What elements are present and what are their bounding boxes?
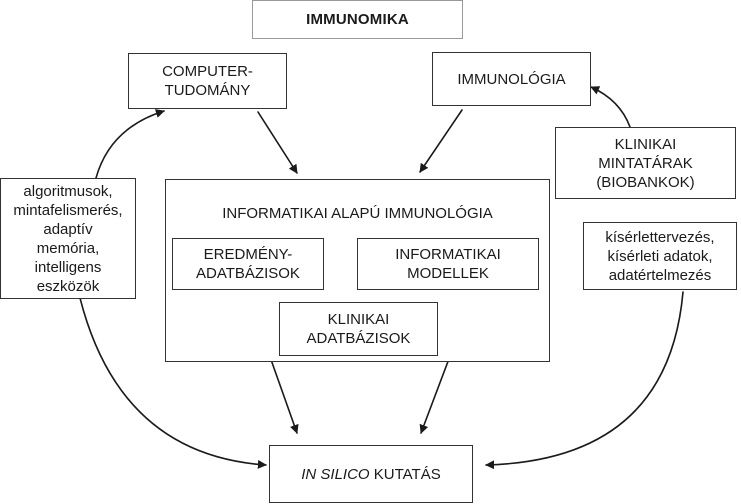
informatic-models-box: INFORMATIKAI MODELLEK xyxy=(357,238,539,290)
left-methods-box: algoritmusok, mintafelismerés, adaptív m… xyxy=(0,178,136,299)
title-box: IMMUNOMIKA xyxy=(252,0,463,39)
in-silico-rest: KUTATÁS xyxy=(369,465,441,483)
biobanks-label: KLINIKAI MINTATÁRAK (BIOBANKOK) xyxy=(596,135,695,191)
computer-science-label: COMPUTER- TUDOMÁNY xyxy=(162,63,253,99)
result-databases-label: EREDMÉNY- ADATBÁZISOK xyxy=(196,246,300,282)
in-silico-italic: IN SILICO xyxy=(301,465,370,483)
clinical-databases-label: KLINIKAI ADATBÁZISOK xyxy=(306,311,411,347)
informatic-models-label: INFORMATIKAI MODELLEK xyxy=(395,246,501,282)
left-methods-label: algoritmusok, mintafelismerés, adaptív m… xyxy=(13,182,123,295)
arrow-biobanks-to-immunology xyxy=(590,86,631,128)
right-methods-label: kísérlettervezés, kísérleti adatok, adat… xyxy=(605,228,715,284)
diagram-title: IMMUNOMIKA xyxy=(306,11,409,28)
result-databases-box: EREDMÉNY- ADATBÁZISOK xyxy=(172,238,324,290)
arrow-left-loop-to-insilico xyxy=(79,297,267,469)
immunology-box: IMMUNOLÓGIA xyxy=(432,52,591,106)
computer-science-box: COMPUTER- TUDOMÁNY xyxy=(128,53,287,109)
arrow-right-loop-to-insilico xyxy=(485,291,684,470)
right-methods-box: kísérlettervezés, kísérleti adatok, adat… xyxy=(583,222,737,290)
arrow-left-loop-to-computer xyxy=(95,109,165,179)
arrow-computer-to-informatics xyxy=(257,111,298,174)
informatics-immunology-label: INFORMATIKAI ALAPÚ IMMUNOLÓGIA xyxy=(222,205,493,222)
in-silico-label: IN SILICO KUTATÁS xyxy=(301,465,440,484)
biobanks-box: KLINIKAI MINTATÁRAK (BIOBANKOK) xyxy=(555,127,736,199)
immunology-label: IMMUNOLÓGIA xyxy=(457,70,566,88)
in-silico-box: IN SILICO KUTATÁS xyxy=(269,445,473,503)
arrow-immunology-to-informatics xyxy=(419,109,463,173)
clinical-databases-box: KLINIKAI ADATBÁZISOK xyxy=(279,302,438,356)
